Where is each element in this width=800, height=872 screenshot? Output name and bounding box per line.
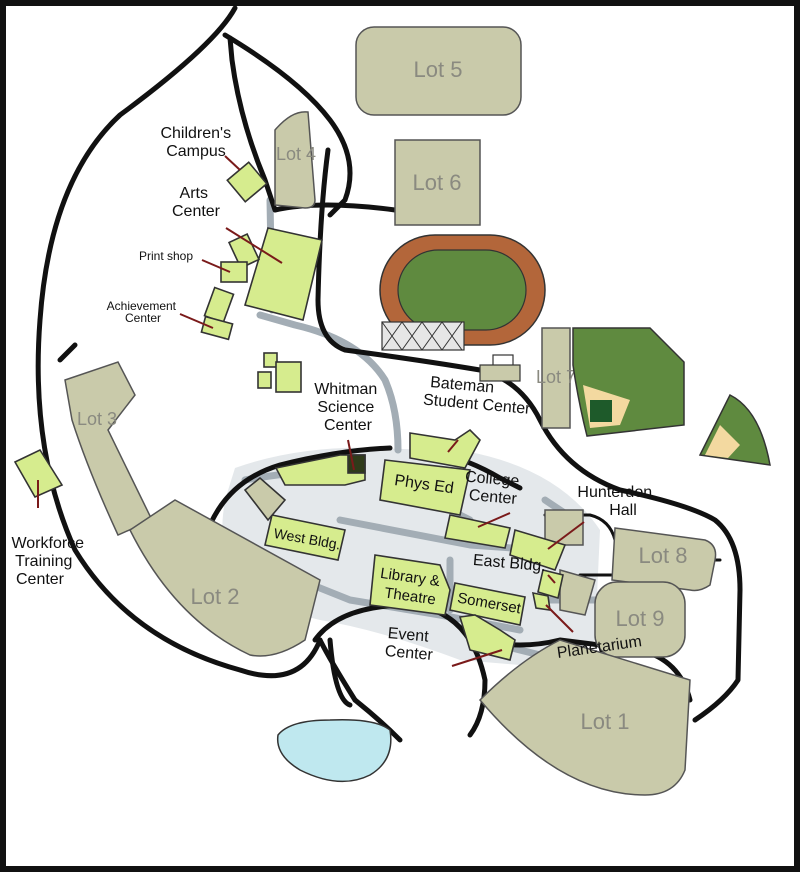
east-bldg-building[interactable] — [537, 569, 564, 600]
childrens-campus-building[interactable] — [226, 161, 268, 203]
somerset-annex-building[interactable] — [458, 614, 516, 661]
buildings — [13, 161, 567, 661]
lot-4[interactable]: Lot 4 — [274, 111, 316, 209]
lot-1[interactable]: Lot 1 — [478, 639, 691, 796]
lot-2-label: Lot 2 — [191, 584, 240, 609]
track-infield — [397, 249, 527, 331]
lot-1-label: Lot 1 — [581, 709, 630, 734]
small-building-b[interactable] — [257, 371, 272, 389]
workforce-training-center-building[interactable] — [13, 448, 64, 499]
lot-5[interactable]: Lot 5 — [355, 26, 522, 116]
whitman-science-center-label: Whitman Science Center — [314, 381, 382, 434]
phys-ed-building[interactable] — [379, 459, 471, 516]
event-center-label: Event Center — [384, 625, 436, 664]
bleachers — [381, 321, 465, 351]
achievement-center-label: Achievement Center — [107, 299, 180, 325]
west-bldg-building[interactable] — [264, 514, 346, 561]
west-annex — [243, 476, 287, 522]
lot-6-label: Lot 6 — [413, 170, 462, 195]
somerset-building[interactable] — [449, 582, 526, 626]
lot-7-label: Lot 7 — [536, 367, 576, 387]
print-shop-building[interactable] — [220, 261, 248, 283]
softball-field — [698, 393, 771, 466]
college-center-label: College Center — [463, 468, 525, 508]
lot-5-label: Lot 5 — [414, 57, 463, 82]
college-center-building[interactable] — [444, 514, 511, 549]
baseball-field — [572, 327, 685, 437]
lot-7[interactable]: Lot 7 — [536, 327, 576, 429]
small-building-c[interactable] — [275, 361, 302, 393]
arts-center-label: Arts Center — [172, 185, 221, 220]
east-bldg-label: East Bldg. — [472, 552, 546, 575]
bateman-student-center-building[interactable] — [409, 428, 481, 469]
arts-annex-building[interactable] — [227, 233, 261, 269]
childrens-campus-label: Children's Campus — [160, 125, 235, 160]
pond — [276, 718, 392, 783]
whitman-science-center-building[interactable] — [274, 454, 366, 486]
small-lot — [479, 364, 521, 382]
lot-2[interactable]: Lot 2 — [129, 499, 321, 657]
print-shop-label: Print shop — [139, 249, 193, 263]
lot-9-label: Lot 9 — [616, 606, 665, 631]
lot-4-label: Lot 4 — [276, 144, 316, 164]
small-building-a[interactable] — [263, 352, 278, 368]
parking-lots: Lot 5 Lot 6 Lot 4 Lot 3 Lot 2 Lot 7 Lot … — [64, 26, 717, 796]
lot-6[interactable]: Lot 6 — [394, 139, 481, 226]
leader-lines — [37, 155, 585, 667]
lot-8-label: Lot 8 — [639, 543, 688, 568]
hunterdon-hall-building[interactable] — [509, 528, 567, 571]
workforce-training-center-label: Workforce Training Center — [11, 535, 88, 588]
lot-3-label: Lot 3 — [77, 409, 117, 429]
hunterdon-hall-label: Hunterdon Hall — [577, 484, 656, 519]
lot-8[interactable]: Lot 8 — [611, 527, 717, 592]
lot-misc-east — [544, 509, 596, 616]
lot-3[interactable]: Lot 3 — [64, 361, 154, 536]
athletic-facilities — [379, 234, 771, 466]
library-theatre-building[interactable] — [369, 554, 451, 616]
lot-9[interactable]: Lot 9 — [594, 581, 686, 658]
